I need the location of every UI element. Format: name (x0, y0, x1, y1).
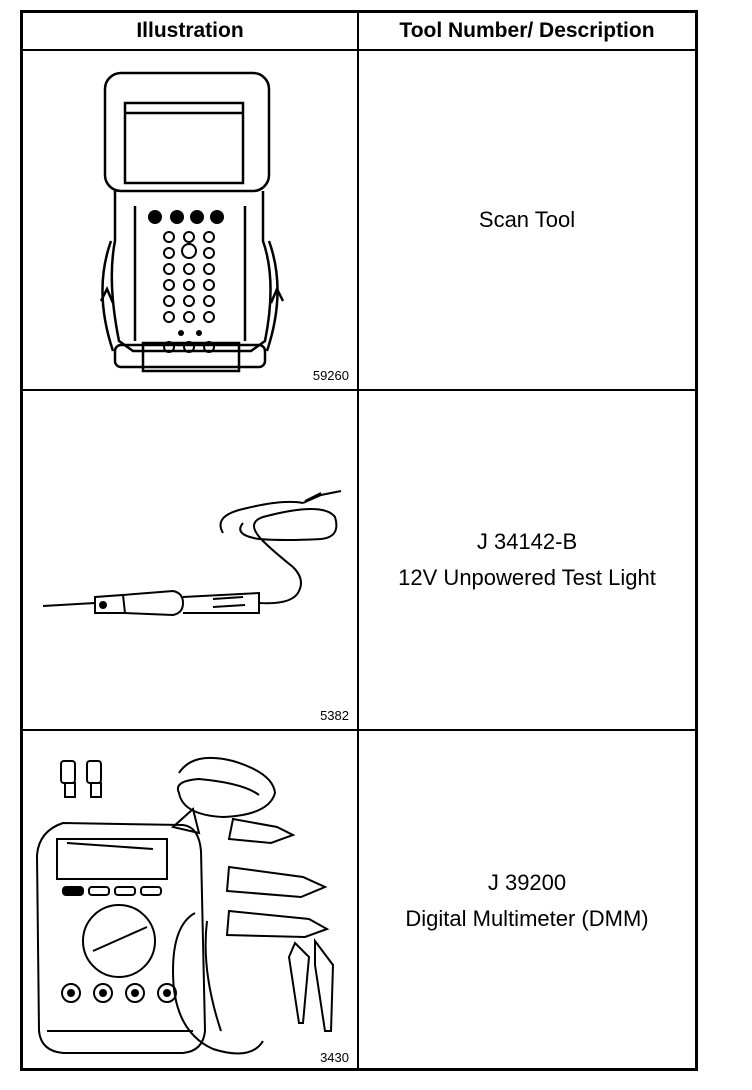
scan-tool-icon (99, 71, 285, 373)
tool-number: J 34142-B (476, 529, 578, 554)
figure-number: 3430 (320, 1050, 349, 1065)
row-divider (23, 389, 695, 391)
table-row-description: Scan Tool (359, 51, 695, 389)
table-row-illustration: 5382 (23, 391, 357, 729)
test-light-icon (42, 490, 342, 617)
column-divider (357, 13, 359, 1068)
header-divider (23, 49, 695, 51)
table-row-illustration: 3430 (23, 731, 357, 1071)
tool-description: Scan Tool (478, 207, 576, 232)
tool-number: J 39200 (487, 870, 567, 895)
table-row-illustration: 59260 (23, 51, 357, 389)
table-row-description: J 39200 Digital Multimeter (DMM) (359, 731, 695, 1071)
tool-description: Digital Multimeter (DMM) (405, 906, 649, 931)
figure-number: 5382 (320, 708, 349, 723)
figure-number: 59260 (312, 368, 349, 383)
header-description: Tool Number/ Description (399, 19, 655, 42)
multimeter-icon (35, 757, 335, 1055)
table-row-description: J 34142-B 12V Unpowered Test Light (359, 391, 695, 729)
row-divider (23, 729, 695, 731)
tool-description: 12V Unpowered Test Light (398, 565, 656, 590)
tool-table: Illustration Tool Number/ Description (20, 10, 698, 1071)
header-illustration: Illustration (136, 19, 244, 42)
